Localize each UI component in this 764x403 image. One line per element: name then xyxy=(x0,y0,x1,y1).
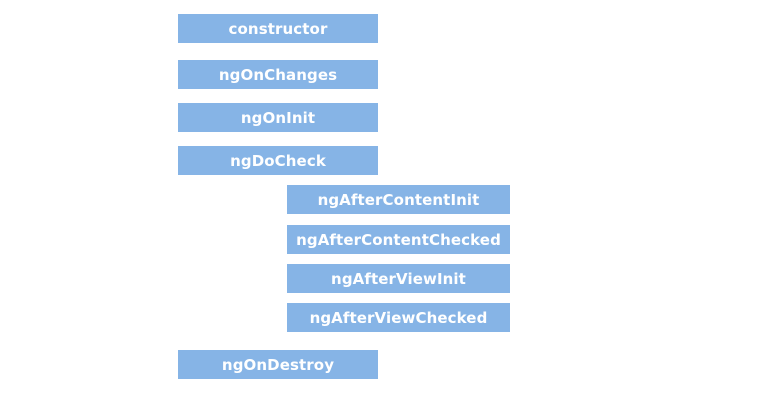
hook-ngdocheck: ngDoCheck xyxy=(178,146,378,175)
hook-constructor: constructor xyxy=(178,14,378,43)
hook-ngoninit: ngOnInit xyxy=(178,103,378,132)
hook-ngafterviewinit: ngAfterViewInit xyxy=(287,264,510,293)
hook-ngafterviewchecked: ngAfterViewChecked xyxy=(287,303,510,332)
hook-ngondestroy: ngOnDestroy xyxy=(178,350,378,379)
hook-ngaftercontentchecked: ngAfterContentChecked xyxy=(287,225,510,254)
hook-ngaftercontentinit: ngAfterContentInit xyxy=(287,185,510,214)
hook-ngonchanges: ngOnChanges xyxy=(178,60,378,89)
